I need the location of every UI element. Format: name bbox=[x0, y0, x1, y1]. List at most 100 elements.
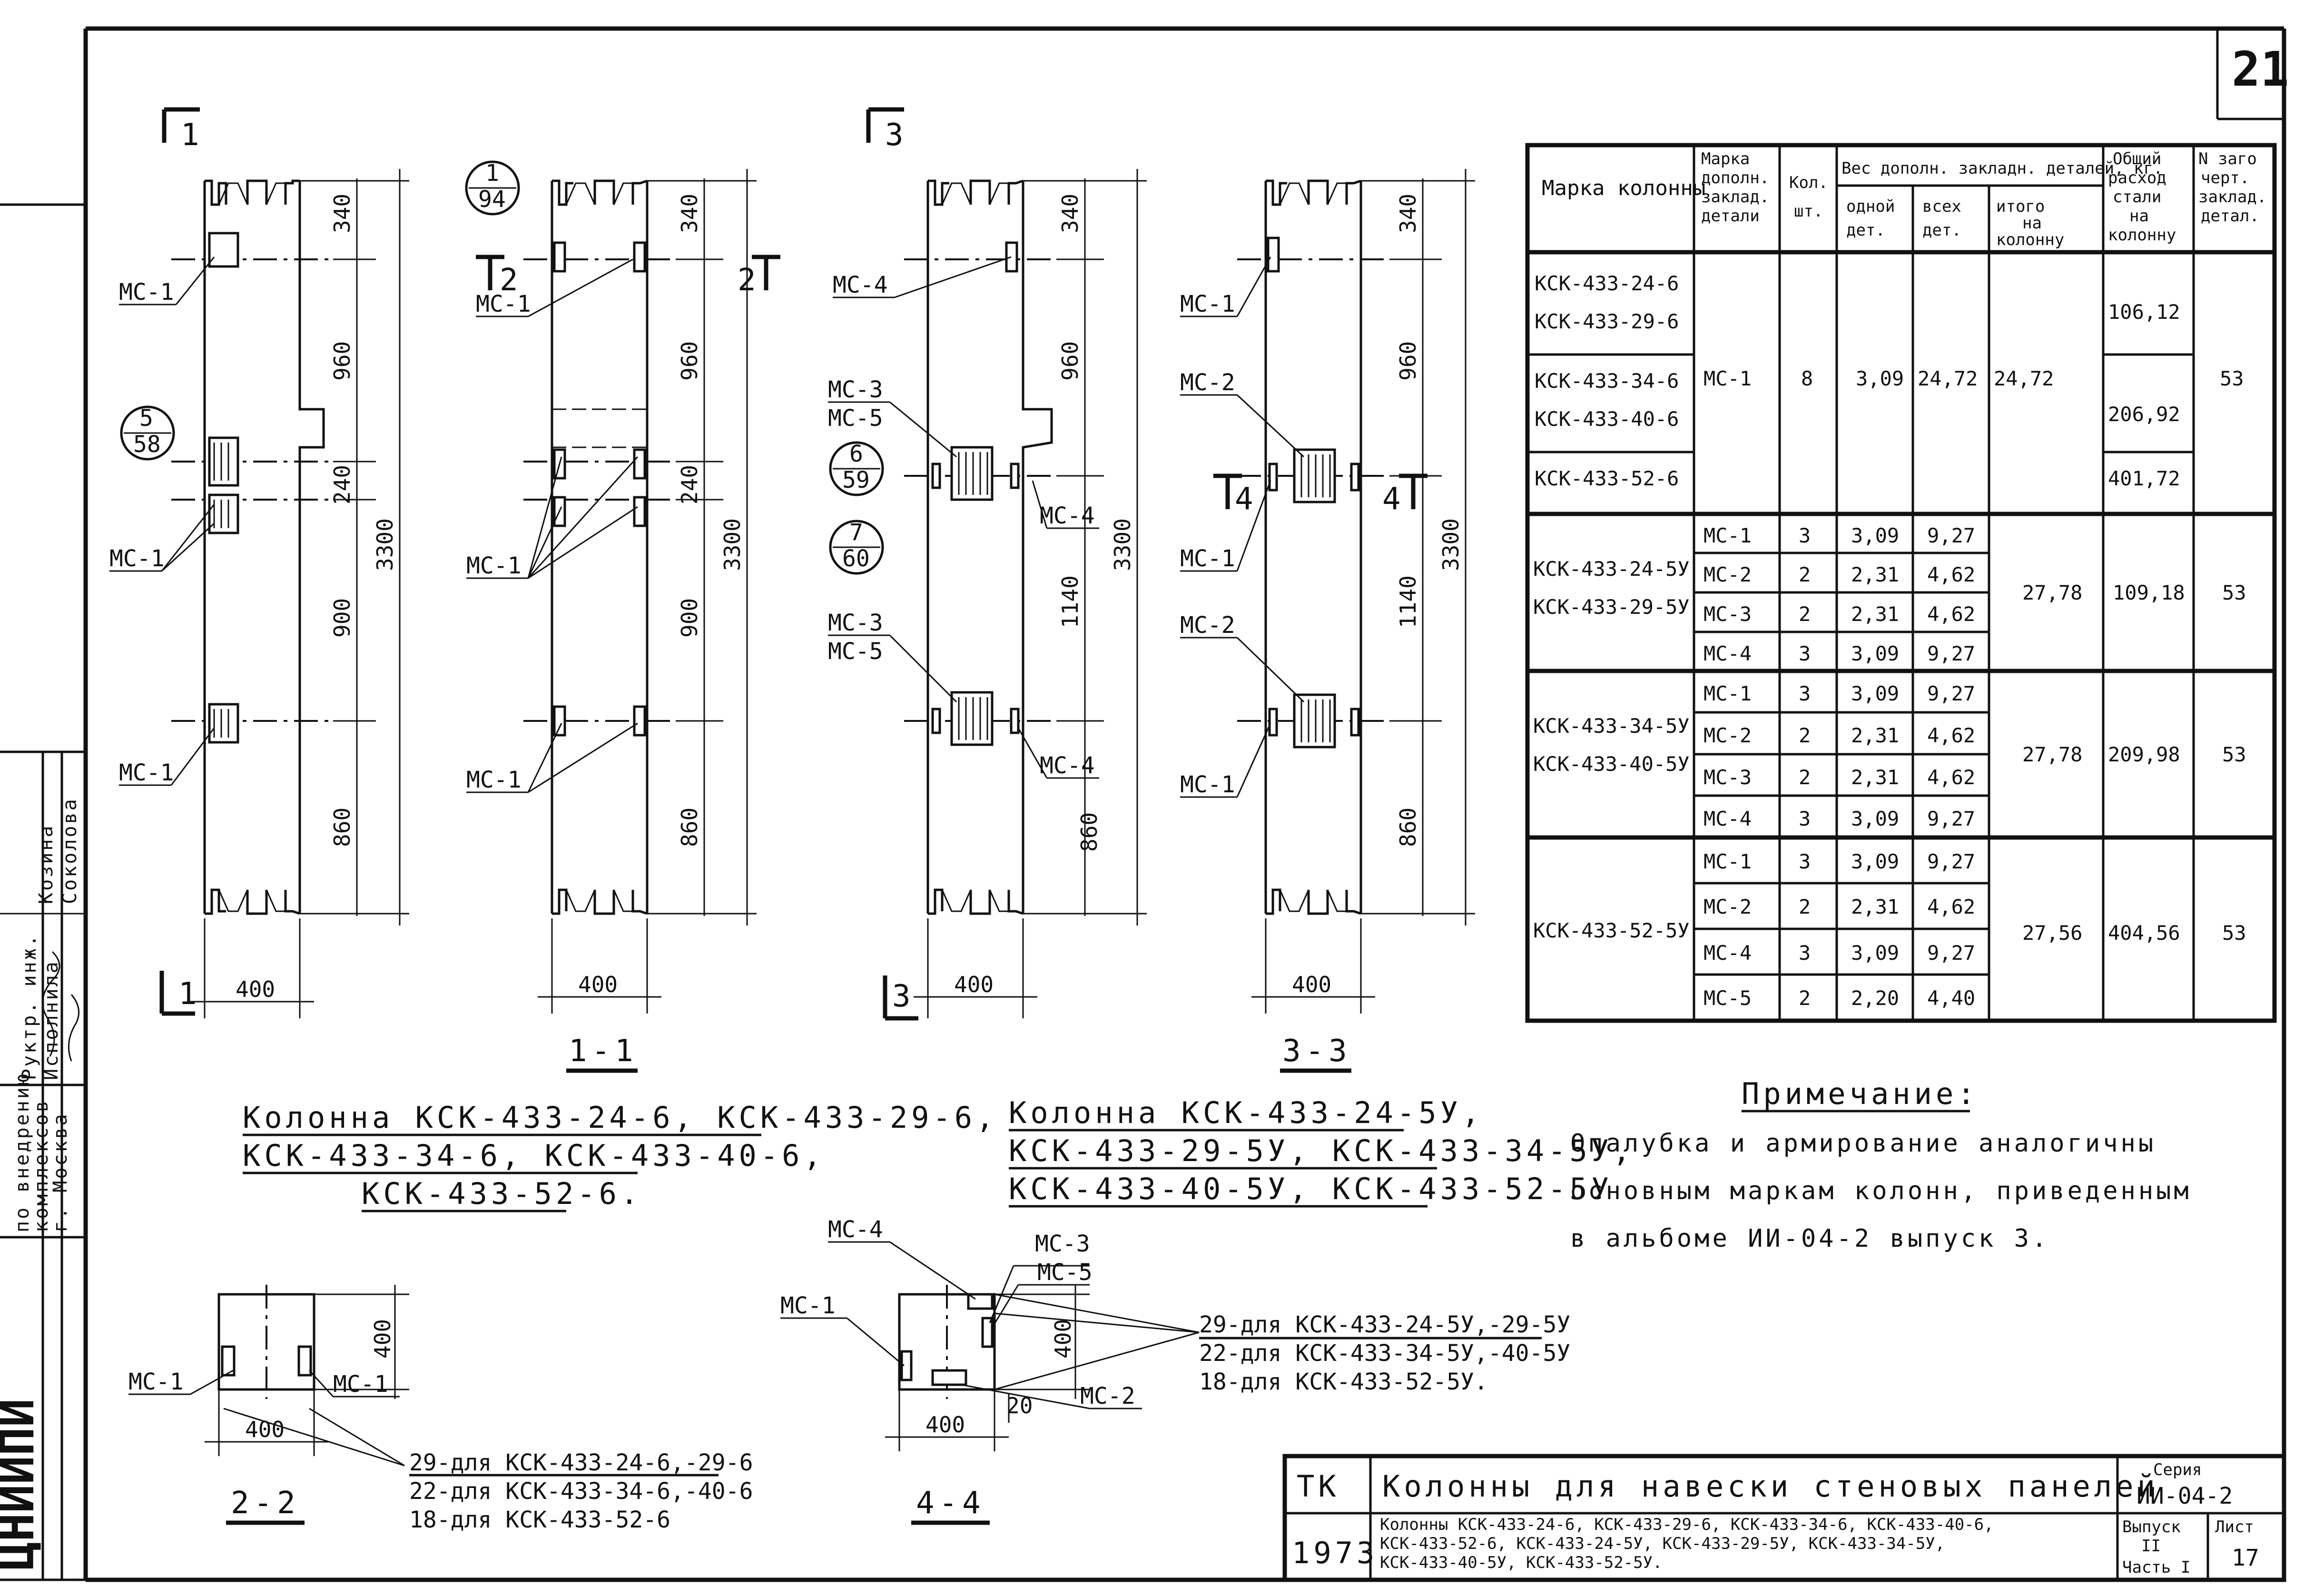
svg-text:Марка колонны: Марка колонны bbox=[1542, 176, 1705, 200]
svg-text:22-для КСК-433-34-6,-40-6: 22-для КСК-433-34-6,-40-6 bbox=[409, 1478, 753, 1505]
svg-text:27,78: 27,78 bbox=[2022, 743, 2082, 766]
svg-text:3: 3 bbox=[885, 118, 908, 153]
svg-text:заклад.: заклад. bbox=[1701, 187, 1769, 207]
sheet-frame bbox=[83, 26, 2286, 1582]
svg-text:МС-4: МС-4 bbox=[1703, 941, 1752, 965]
svg-text:240: 240 bbox=[329, 465, 355, 504]
svg-text:КСК-433-29-6: КСК-433-29-6 bbox=[1535, 310, 1679, 333]
svg-text:3,09: 3,09 bbox=[1856, 367, 1904, 390]
svg-text:МС-1: МС-1 bbox=[1703, 367, 1752, 390]
svg-text:МС-3: МС-3 bbox=[1703, 602, 1752, 626]
section-4-4: МС-4 МС-3 МС-5 МС-1 МС-2 400 400 20 4-4 … bbox=[780, 1216, 1570, 1525]
svg-text:черт.: черт. bbox=[2201, 168, 2249, 187]
svg-text:2,31: 2,31 bbox=[1851, 602, 1899, 626]
svg-text:2,31: 2,31 bbox=[1851, 895, 1899, 918]
svg-text:МС-1: МС-1 bbox=[119, 279, 174, 305]
svg-text:1140: 1140 bbox=[1395, 575, 1421, 628]
svg-text:на: на bbox=[2129, 207, 2149, 226]
svg-text:53: 53 bbox=[2220, 367, 2244, 390]
svg-text:дет.: дет. bbox=[1922, 221, 1961, 240]
svg-text:2: 2 bbox=[1799, 602, 1811, 626]
svg-text:Серия: Серия bbox=[2153, 1460, 2202, 1479]
svg-text:3,09: 3,09 bbox=[1851, 941, 1899, 965]
svg-text:МС-5: МС-5 bbox=[1037, 1259, 1093, 1286]
svg-text:4,62: 4,62 bbox=[1927, 602, 1975, 626]
svg-text:401,72: 401,72 bbox=[2108, 467, 2180, 490]
svg-text:дополн.: дополн. bbox=[1701, 168, 1769, 187]
column-view-3: 3 МС-4 МС-3 МС-5 МС-4 МС-3 МС- bbox=[828, 107, 1147, 1021]
svg-text:6: 6 bbox=[849, 441, 863, 467]
svg-text:24,72: 24,72 bbox=[1918, 367, 1978, 390]
svg-text:2: 2 bbox=[1799, 895, 1811, 918]
svg-text:22-для КСК-433-34-5У,-40-5У: 22-для КСК-433-34-5У,-40-5У bbox=[1199, 1340, 1570, 1367]
svg-text:400: 400 bbox=[578, 972, 618, 997]
svg-text:900: 900 bbox=[329, 598, 355, 638]
svg-text:29-для КСК-433-24-6,-29-6: 29-для КСК-433-24-6,-29-6 bbox=[409, 1449, 753, 1476]
svg-text:МС-5: МС-5 bbox=[828, 405, 883, 432]
svg-text:2-2: 2-2 bbox=[231, 1486, 300, 1521]
svg-text:3,09: 3,09 bbox=[1851, 642, 1899, 665]
svg-text:94: 94 bbox=[478, 186, 506, 213]
svg-text:МС-2: МС-2 bbox=[1703, 895, 1752, 918]
column-view-1: 1 МС-1 МС-1 МС-1 bbox=[109, 107, 409, 1018]
svg-text:МС-5: МС-5 bbox=[828, 638, 883, 665]
svg-text:400: 400 bbox=[1292, 972, 1331, 997]
column-view-4: 4 4 МС-1 МС-2 МС-1 МС-2 МС-1 340 960 114… bbox=[1180, 169, 1475, 1073]
svg-text:860: 860 bbox=[329, 808, 355, 847]
caption-right: Колонна КСК-433-24-5У, КСК-433-29-5У, КС… bbox=[1009, 1095, 1631, 1208]
svg-text:Козина: Козина bbox=[35, 824, 57, 905]
svg-text:МС-2: МС-2 bbox=[1180, 612, 1235, 639]
svg-text:Примечание:: Примечание: bbox=[1742, 1076, 1979, 1111]
remark: Примечание: Опалубка и армирование анало… bbox=[1570, 1076, 2189, 1253]
svg-text:II: II bbox=[2141, 1537, 2161, 1556]
svg-text:Колонны для навески стеновых п: Колонны для навески стеновых панелей bbox=[1382, 1469, 2159, 1504]
svg-text:4,62: 4,62 bbox=[1927, 766, 1975, 789]
svg-text:расход: расход bbox=[2108, 168, 2166, 187]
svg-text:МС-2: МС-2 bbox=[1080, 1383, 1135, 1409]
svg-text:4: 4 bbox=[1235, 482, 1258, 517]
svg-text:Руктр. инж.: Руктр. инж. bbox=[19, 933, 40, 1080]
svg-text:340: 340 bbox=[1395, 194, 1421, 233]
svg-text:2: 2 bbox=[1799, 766, 1811, 789]
svg-text:3: 3 bbox=[1799, 524, 1811, 547]
svg-text:53: 53 bbox=[2222, 921, 2246, 945]
svg-text:КСК-433-34-5У: КСК-433-34-5У bbox=[1533, 714, 1690, 738]
svg-text:340: 340 bbox=[1057, 194, 1083, 233]
svg-text:МС-1: МС-1 bbox=[333, 1371, 388, 1398]
svg-text:17: 17 bbox=[2232, 1545, 2259, 1571]
svg-text:Колонны КСК-433-24-6, КСК-433-: Колонны КСК-433-24-6, КСК-433-29-6, КСК-… bbox=[1380, 1515, 1994, 1534]
svg-text:2,31: 2,31 bbox=[1851, 766, 1899, 789]
svg-text:МС-2: МС-2 bbox=[1180, 369, 1235, 396]
svg-text:3-3: 3-3 bbox=[1282, 1034, 1352, 1069]
svg-text:9,27: 9,27 bbox=[1927, 642, 1975, 665]
sheet-number-box: 21 bbox=[2216, 29, 2289, 120]
svg-text:ИИ-04-2: ИИ-04-2 bbox=[2137, 1483, 2233, 1509]
svg-text:МС-1: МС-1 bbox=[466, 767, 522, 793]
svg-text:400: 400 bbox=[245, 1417, 285, 1442]
svg-text:МС-2: МС-2 bbox=[1703, 724, 1752, 747]
svg-text:КСК-433-24-5У: КСК-433-24-5У bbox=[1533, 557, 1690, 581]
svg-text:3: 3 bbox=[1799, 642, 1811, 665]
svg-text:МС-1: МС-1 bbox=[1180, 291, 1235, 317]
stamp-org: ЦНИИПИ bbox=[0, 1399, 45, 1570]
svg-text:4: 4 bbox=[1382, 482, 1406, 517]
svg-text:1973: 1973 bbox=[1292, 1536, 1378, 1570]
svg-text:одной: одной bbox=[1846, 197, 1895, 216]
svg-text:3: 3 bbox=[1799, 850, 1811, 873]
svg-text:400: 400 bbox=[236, 976, 275, 1002]
svg-text:960: 960 bbox=[677, 341, 702, 381]
svg-text:г. Москва: г. Москва bbox=[49, 1112, 71, 1232]
svg-text:МС-3: МС-3 bbox=[828, 376, 883, 403]
svg-text:Кол.: Кол. bbox=[1789, 173, 1828, 192]
svg-text:КСК-433-24-6: КСК-433-24-6 bbox=[1535, 272, 1679, 295]
svg-text:2: 2 bbox=[500, 263, 523, 298]
svg-text:860: 860 bbox=[1076, 812, 1102, 852]
svg-text:всех: всех bbox=[1922, 197, 1961, 216]
svg-text:N заго: N заго bbox=[2198, 149, 2257, 168]
svg-text:МС-1: МС-1 bbox=[466, 552, 522, 579]
svg-text:340: 340 bbox=[329, 194, 355, 233]
svg-text:2,31: 2,31 bbox=[1851, 724, 1899, 747]
svg-text:Лист: Лист bbox=[2215, 1517, 2254, 1537]
svg-text:3300: 3300 bbox=[719, 518, 745, 571]
